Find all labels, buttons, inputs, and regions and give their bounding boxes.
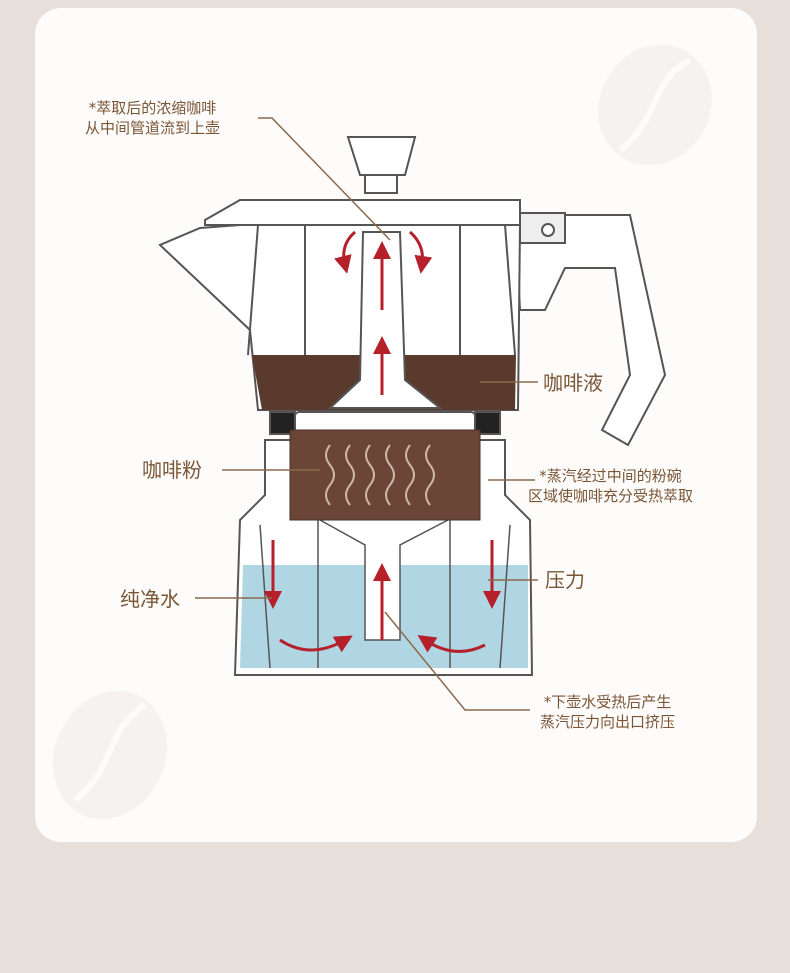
top-note: *萃取后的浓缩咖啡 从中间管道流到上壶 <box>85 98 220 138</box>
handle <box>513 214 667 447</box>
arrow-icon <box>334 230 357 274</box>
steam-waves <box>325 444 435 506</box>
label-pressure: 压力 <box>545 568 585 592</box>
leader-lines <box>195 117 538 711</box>
label-coffee-liquid: 咖啡液 <box>543 371 603 395</box>
arrow-icon <box>279 635 353 653</box>
steam-note-line1: *蒸汽经过中间的粉碗 <box>539 467 682 485</box>
steam-note-line2: 区域使咖啡充分受热萃取 <box>528 487 694 505</box>
lid-knob <box>346 136 417 176</box>
label-coffee-grounds: 咖啡粉 <box>142 458 202 482</box>
bottom-note-line1: *下壶水受热后产生 <box>543 693 672 711</box>
arrow-icon <box>408 230 433 274</box>
coffee-bean-icon <box>598 44 712 166</box>
bottom-note-line2: 蒸汽压力向出口挤压 <box>540 713 676 731</box>
center-tube <box>327 231 443 409</box>
bottom-note: *下壶水受热后产生 蒸汽压力向出口挤压 <box>540 692 675 732</box>
arrow-icon <box>417 635 486 653</box>
steam-note: *蒸汽经过中间的粉碗 区域使咖啡充分受热萃取 <box>528 466 693 506</box>
flow-arrows <box>264 230 501 653</box>
top-note-line2: 从中间管道流到上壶 <box>85 119 221 137</box>
coffee-grounds <box>289 429 481 521</box>
label-pure-water: 纯净水 <box>120 587 180 611</box>
top-note-line1: *萃取后的浓缩咖啡 <box>88 99 217 117</box>
coffee-bean-icon <box>52 690 168 820</box>
